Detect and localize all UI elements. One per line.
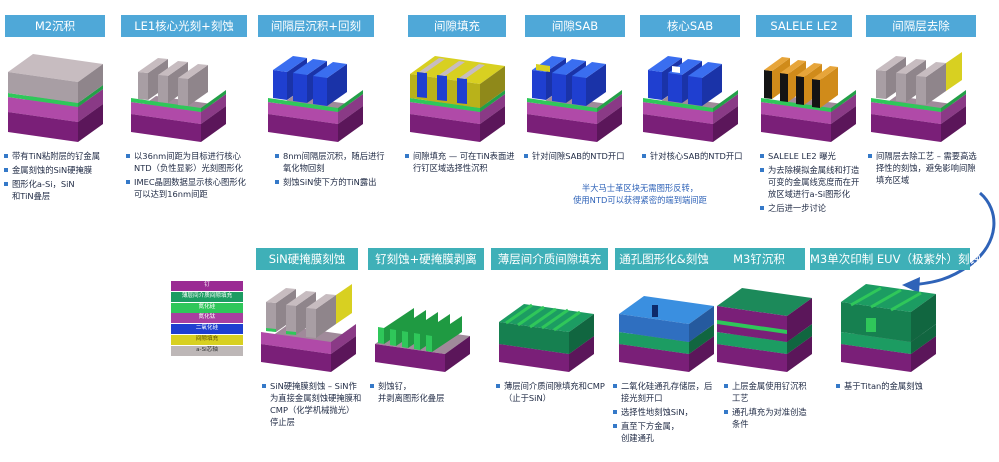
- step-desc-spacer-removal: 间隔层去除工艺 – 需要高选择性的刻蚀，避免影响间隙填充区域: [868, 150, 980, 186]
- process-block-spacer-removal: [866, 42, 976, 144]
- desc-item: SiN硬掩膜刻蚀 – SiN作为直接金属刻蚀硬掩膜和CMP（化学机械抛光）停止层: [262, 380, 362, 428]
- legend-item: a-Si芯轴: [171, 345, 243, 356]
- legend-item: 氮化钛: [171, 313, 243, 324]
- step-banner-gap-sab: 间隙SAB: [525, 15, 625, 37]
- process-block-m3-ru-deposition: [712, 272, 822, 374]
- step-desc-gap-sab: 针对间隙SAB的NTD开口: [524, 150, 639, 162]
- step-desc-ru-etch: 刻蚀钌， 并剥离图形化叠层: [370, 380, 480, 404]
- step-banner-m3-euv-etch: M3单次印制 EUV（极紫外）刻蚀: [810, 248, 981, 270]
- process-block-salele-le2: [756, 42, 866, 144]
- step-desc-le1-litho-etch: 以36nm间距为目标进行核心NTD（负性显影）光刻图形化 IMEC晶圆数据显示核…: [126, 150, 252, 200]
- process-block-core-sab: [638, 42, 748, 144]
- process-block-spacer-deposition: [263, 42, 373, 144]
- material-legend: 钌 薄层间介质间隙填充 氮化硅 氮化钛 二氧化硅 间隙填充 a-Si芯轴: [171, 281, 243, 357]
- desc-item: 间隔层去除工艺 – 需要高选择性的刻蚀，避免影响间隙填充区域: [868, 150, 980, 186]
- desc-item: 为去除模拟金属线和打造可变的金属线宽度而在开放区域进行a-Si图形化: [760, 164, 860, 200]
- step-banner-salele-le2: SALELE LE2: [756, 15, 852, 37]
- desc-item: 薄层间介质间隙填充和CMP（止于SiN）: [496, 380, 616, 404]
- step-desc-core-sab: 针对核心SAB的NTD开口: [642, 150, 754, 162]
- step-banner-core-sab: 核心SAB: [640, 15, 740, 37]
- step-banner-le1-litho-etch: LE1核心光刻+刻蚀: [121, 15, 247, 37]
- step-banner-sin-hardmask-etch: SiN硬掩膜刻蚀: [256, 248, 358, 270]
- step-banner-ru-etch: 钌刻蚀+硬掩膜剥离: [368, 248, 484, 270]
- legend-item: 薄层间介质间隙填充: [171, 291, 243, 302]
- step-desc-spacer-deposition: 8nm间隔层沉积，随后进行氧化物回刻 刻蚀SiN使下方的TiN露出: [275, 150, 390, 188]
- desc-item: 基于Titan的金属刻蚀: [836, 380, 956, 392]
- flow-arrow: [840, 165, 999, 295]
- step-desc-sin-hardmask-etch: SiN硬掩膜刻蚀 – SiN作为直接金属刻蚀硬掩膜和CMP（化学机械抛光）停止层: [262, 380, 362, 428]
- ntd-note: 半大马士革区块无需图形反转， 使用NTD可以获得紧密的端到端间距: [573, 183, 707, 205]
- legend-item: 二氧化硅: [171, 324, 243, 335]
- step-desc-m3-euv-etch: 基于Titan的金属刻蚀: [836, 380, 956, 392]
- step-banner-m2-deposition: M2沉积: [5, 15, 105, 37]
- desc-item: 二氧化硅通孔存储层，后接光刻开口: [613, 380, 713, 404]
- desc-item: 刻蚀SiN使下方的TiN露出: [275, 176, 390, 188]
- desc-item: 间隙填充 — 可在TiN表面进行钉区域选择性沉积: [405, 150, 515, 174]
- desc-item: 刻蚀钌， 并剥离图形化叠层: [370, 380, 480, 404]
- step-banner-gap-fill: 间隙填充: [408, 15, 506, 37]
- process-block-ild-gap-fill: [494, 272, 604, 374]
- desc-item: 带有TiN粘附层的钌金属: [4, 150, 114, 162]
- desc-item: 针对核心SAB的NTD开口: [642, 150, 754, 162]
- desc-item: 通孔填充为对准创造条件: [724, 406, 814, 430]
- legend-item: 间隙填充: [171, 334, 243, 345]
- desc-item: IMEC晶圆数据显示核心图形化可以达到16nm间距: [126, 176, 252, 200]
- process-block-gap-fill: [405, 42, 515, 144]
- desc-item: 上层金属使用钌沉积工艺: [724, 380, 814, 404]
- desc-item: 之后进一步讨论: [760, 202, 860, 214]
- process-block-m2-deposition: [3, 42, 113, 144]
- step-desc-m3-ru-deposition: 上层金属使用钌沉积工艺 通孔填充为对准创造条件: [724, 380, 814, 430]
- step-banner-via-patterning: 通孔图形化&刻蚀: [615, 248, 713, 270]
- desc-item: 金属刻蚀的SiN硬掩膜: [4, 164, 114, 176]
- desc-item: 图形化a-Si，SiN 和TiN叠层: [4, 178, 114, 202]
- desc-item: 直至下方金属， 创建通孔: [613, 420, 713, 444]
- step-desc-ild-gap-fill: 薄层间介质间隙填充和CMP（止于SiN）: [496, 380, 616, 404]
- step-desc-gap-fill: 间隙填充 — 可在TiN表面进行钉区域选择性沉积: [405, 150, 515, 174]
- legend-item: 钌: [171, 281, 243, 291]
- step-desc-m2-deposition: 带有TiN粘附层的钌金属 金属刻蚀的SiN硬掩膜 图形化a-Si，SiN 和Ti…: [4, 150, 114, 202]
- desc-item: 选择性地刻蚀SiN，: [613, 406, 713, 418]
- process-block-ru-etch: [370, 272, 480, 374]
- desc-item: 以36nm间距为目标进行核心NTD（负性显影）光刻图形化: [126, 150, 252, 174]
- step-banner-spacer-deposition: 间隔层沉积+回刻: [258, 15, 374, 37]
- desc-item: 8nm间隔层沉积，随后进行氧化物回刻: [275, 150, 390, 174]
- desc-item: 针对间隙SAB的NTD开口: [524, 150, 639, 162]
- step-desc-via-patterning: 二氧化硅通孔存储层，后接光刻开口 选择性地刻蚀SiN， 直至下方金属， 创建通孔: [613, 380, 713, 444]
- process-block-m3-euv-etch: [836, 272, 946, 374]
- legend-item: 氮化硅: [171, 302, 243, 313]
- process-block-le1-litho-etch: [126, 42, 236, 144]
- step-banner-m3-ru-deposition: M3钌沉积: [713, 248, 805, 270]
- step-banner-spacer-removal: 间隔层去除: [866, 15, 976, 37]
- process-block-gap-sab: [522, 42, 632, 144]
- step-banner-ild-gap-fill: 薄层间介质间隙填充: [491, 248, 608, 270]
- step-desc-salele-le2: SALELE LE2 曝光 为去除模拟金属线和打造可变的金属线宽度而在开放区域进…: [760, 150, 860, 214]
- desc-item: SALELE LE2 曝光: [760, 150, 860, 162]
- process-block-via-patterning: [614, 272, 724, 374]
- process-block-sin-hardmask-etch: [256, 272, 366, 374]
